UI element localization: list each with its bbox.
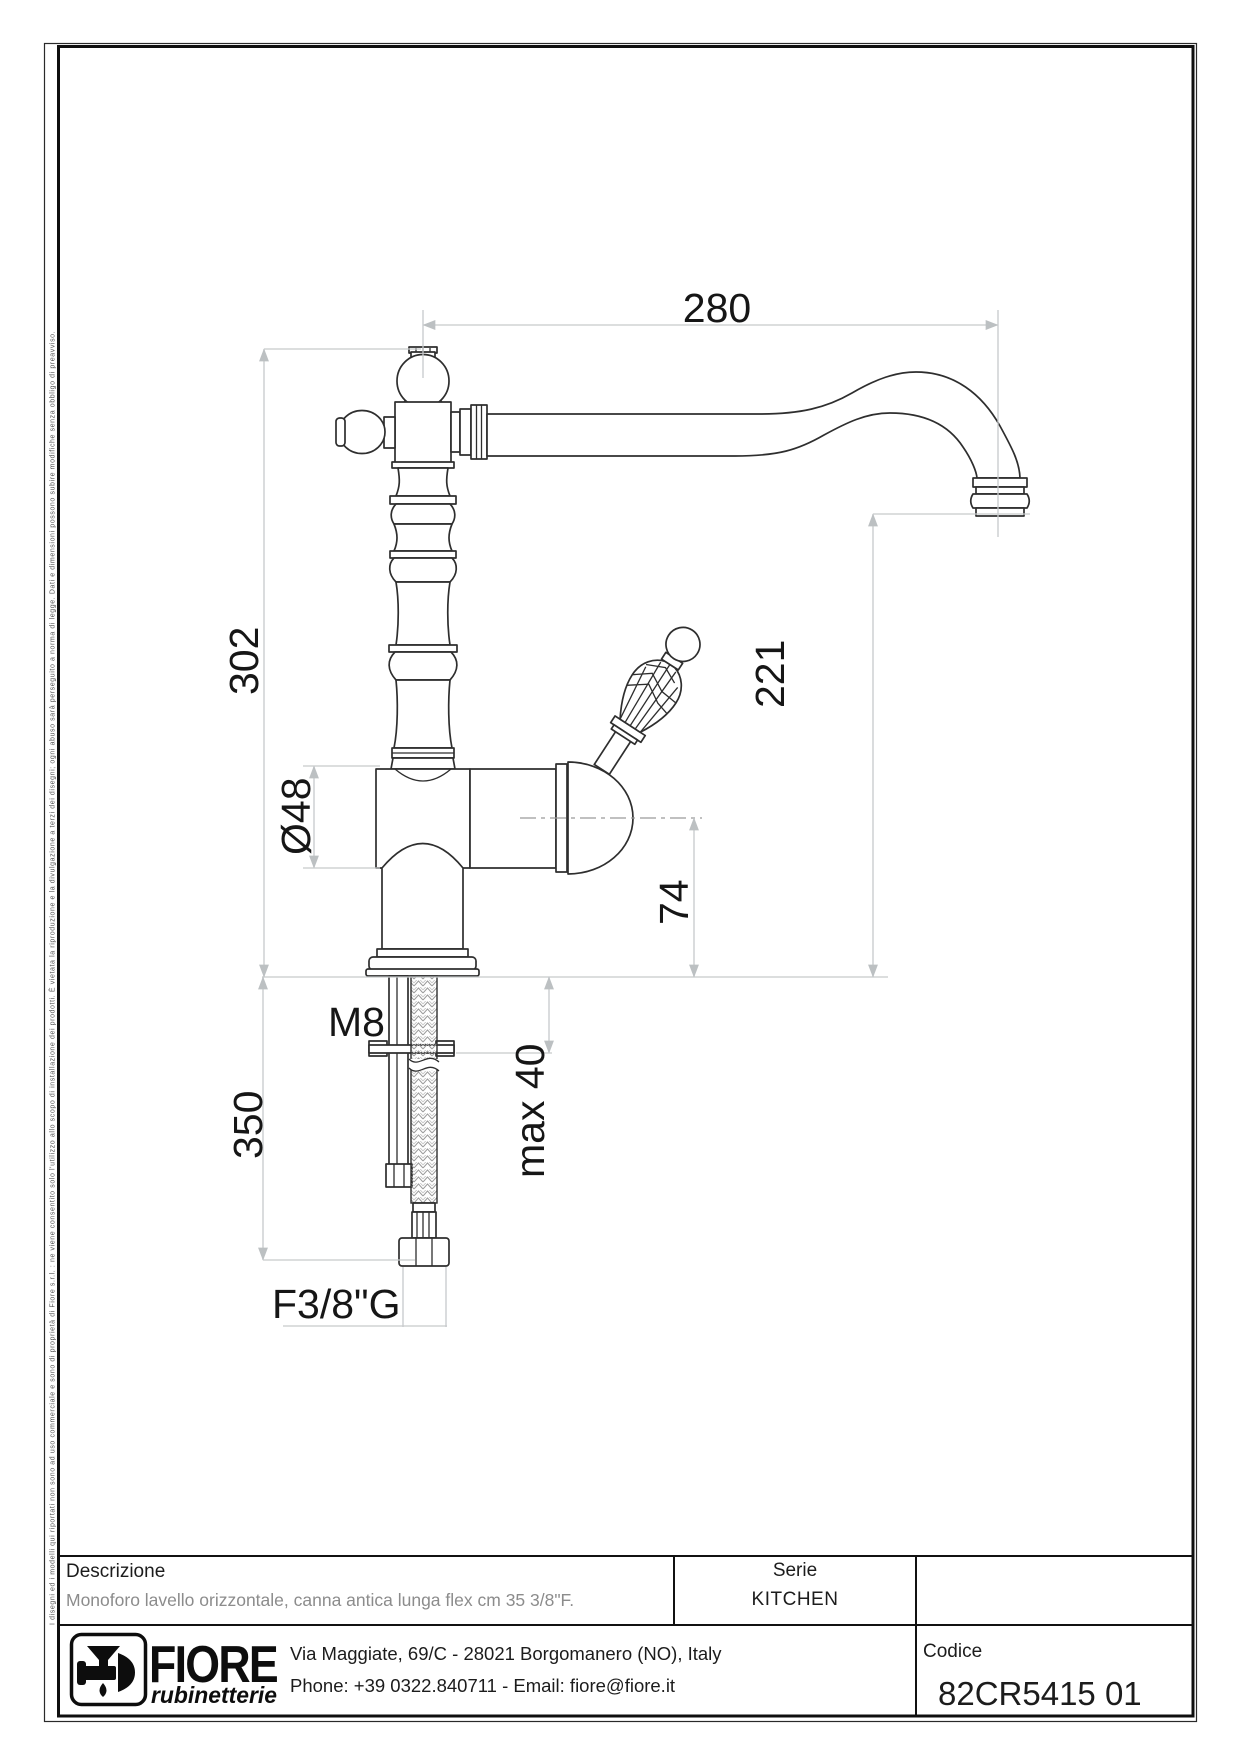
code-label: Codice — [923, 1641, 982, 1662]
dim-thread-label: M8 — [328, 999, 385, 1045]
brand-sub: rubinetterie — [151, 1682, 277, 1708]
dimension-labels: 280 302 221 Ø48 74 M8 350 max 40 F3/8"G — [221, 285, 793, 1327]
side-note-strip: I disegni ed i modelli qui riportati non… — [48, 331, 57, 1625]
dimension-lines — [258, 310, 1030, 1327]
base-flange — [365, 968, 480, 977]
side-note-text: I disegni ed i modelli qui riportati non… — [48, 331, 57, 1625]
below-deck — [368, 975, 455, 1267]
fiore-logo-icon — [77, 1646, 135, 1697]
address-line2: Phone: +39 0322.840711 - Email: fiore@fi… — [290, 1675, 675, 1696]
spout — [486, 371, 1031, 517]
dim-hose-len-label: 350 — [225, 1091, 271, 1159]
dim-deck-max-label: max 40 — [507, 1044, 553, 1178]
description-label: Descrizione — [66, 1561, 165, 1582]
faucet-drawing — [335, 346, 1031, 1267]
hex-nut — [398, 1237, 450, 1267]
handle-ball — [665, 626, 701, 663]
handle — [593, 626, 701, 776]
spout-nozzle — [969, 477, 1031, 517]
address-line1: Via Maggiate, 69/C - 28021 Borgomanero (… — [290, 1643, 722, 1664]
title-block: Descrizione Monoforo lavello orizzontale… — [58, 1555, 1193, 1716]
frame-inner — [57, 45, 1195, 1718]
base — [365, 868, 480, 977]
description-value: Monoforo lavello orizzontale, canna anti… — [66, 1590, 574, 1610]
supply-stud — [388, 975, 409, 1167]
dim-reach-label: 280 — [683, 285, 751, 331]
series-value: KITCHEN — [752, 1589, 839, 1610]
series-label: Serie — [773, 1560, 817, 1581]
cross-head — [335, 401, 488, 464]
frame-outer — [43, 42, 1198, 1723]
brand-logo: FIORE rubinetterie — [69, 1632, 279, 1708]
dim-body-center-label: 74 — [651, 879, 697, 925]
code-value: 82CR5415 01 — [938, 1675, 1142, 1712]
dim-height-label: 302 — [221, 627, 267, 695]
fiore-logo-frame — [69, 1632, 148, 1707]
column — [388, 461, 458, 770]
dim-outlet-height-label: 221 — [747, 640, 793, 708]
dim-connection-label: F3/8"G — [272, 1281, 401, 1327]
brand-name: FIORE — [149, 1636, 277, 1694]
flex-hose — [408, 975, 440, 1239]
dim-body-dia-label: Ø48 — [273, 778, 319, 856]
